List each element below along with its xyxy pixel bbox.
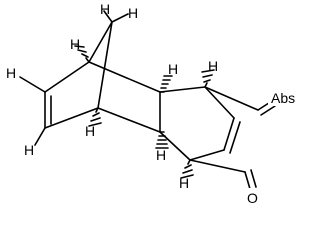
bond-alkene-to-right-bottom	[189, 149, 225, 161]
bond-right-top-to-carbonyl	[204, 86, 259, 111]
bond-bridgehead-to-fusion-top	[88, 61, 161, 93]
abs-oxygen-label: Abs	[271, 90, 295, 106]
bond-bridgehead-left-to-bridge	[88, 21, 113, 63]
bicyclooctene-ring	[159, 69, 259, 179]
h-label-bridge-left: H	[100, 1, 110, 17]
h-label-bridge-right: H	[128, 5, 138, 21]
bond-carbonyl-top-c-o-2	[260, 105, 276, 116]
bond-alkene-bottom-to-bridgehead	[44, 107, 99, 129]
bond-bridgehead-to-fusion-bottom	[97, 107, 161, 133]
h-label-right-top: H	[208, 58, 218, 74]
h-label-right-bottom: H	[179, 175, 189, 191]
h-label-bridgehead-top: H	[70, 36, 80, 52]
oxygen-label-bottom: O	[247, 190, 258, 206]
hashed-wedge-right-bottom	[180, 159, 194, 179]
h-label-alkene-bottom: H	[24, 142, 34, 158]
bond-ring-alkene-inner	[229, 121, 241, 154]
structure-canvas: H H H H H H H H H H Abs O	[6, 1, 308, 206]
hashed-wedge-bridgehead-top	[74, 45, 90, 63]
bond-fusion-to-bridgehead-right-bottom	[159, 131, 191, 161]
bond-ring-alkene-outer	[223, 117, 235, 151]
bond-bridge-to-bridgehead-lower	[97, 21, 113, 109]
abs-label-bg	[268, 88, 308, 106]
hashed-wedge-right-top	[201, 69, 215, 88]
bond-fusion-to-bridgehead-right-top	[159, 86, 206, 93]
h-label-alkene-top: H	[6, 65, 16, 81]
hashed-wedge-bridgehead-bottom	[88, 107, 102, 127]
h-label-bridgehead-bottom: H	[85, 123, 95, 139]
bond-bridge-h-left	[103, 10, 113, 23]
bridge-carbon	[88, 10, 129, 109]
bond-bridge-h-right	[111, 13, 129, 23]
h-label-fusion-bottom: H	[156, 147, 166, 163]
carbonyl-groups	[244, 100, 276, 190]
oxygen-label-bg	[246, 188, 260, 206]
bond-right-top-to-alkene	[204, 86, 235, 119]
bond-carbonyl-bottom-c-o-2	[250, 169, 257, 188]
norbornene-ring	[19, 61, 99, 146]
bond-alkene-h-top	[19, 76, 46, 93]
hashed-wedge-fusion-top	[159, 75, 173, 93]
atom-labels: H H H H H H H H H H Abs O	[6, 1, 308, 206]
bond-bridgehead-to-alkene-top	[44, 61, 90, 93]
chemical-structure-diagram: H H H H H H H H H H Abs O	[6, 1, 308, 206]
h-label-fusion-top: H	[168, 61, 178, 77]
bond-carbonyl-bottom-c-o-1	[244, 171, 251, 190]
bond-right-bottom-to-carbonyl	[189, 159, 246, 173]
bond-alkene-h-bottom	[34, 127, 46, 146]
